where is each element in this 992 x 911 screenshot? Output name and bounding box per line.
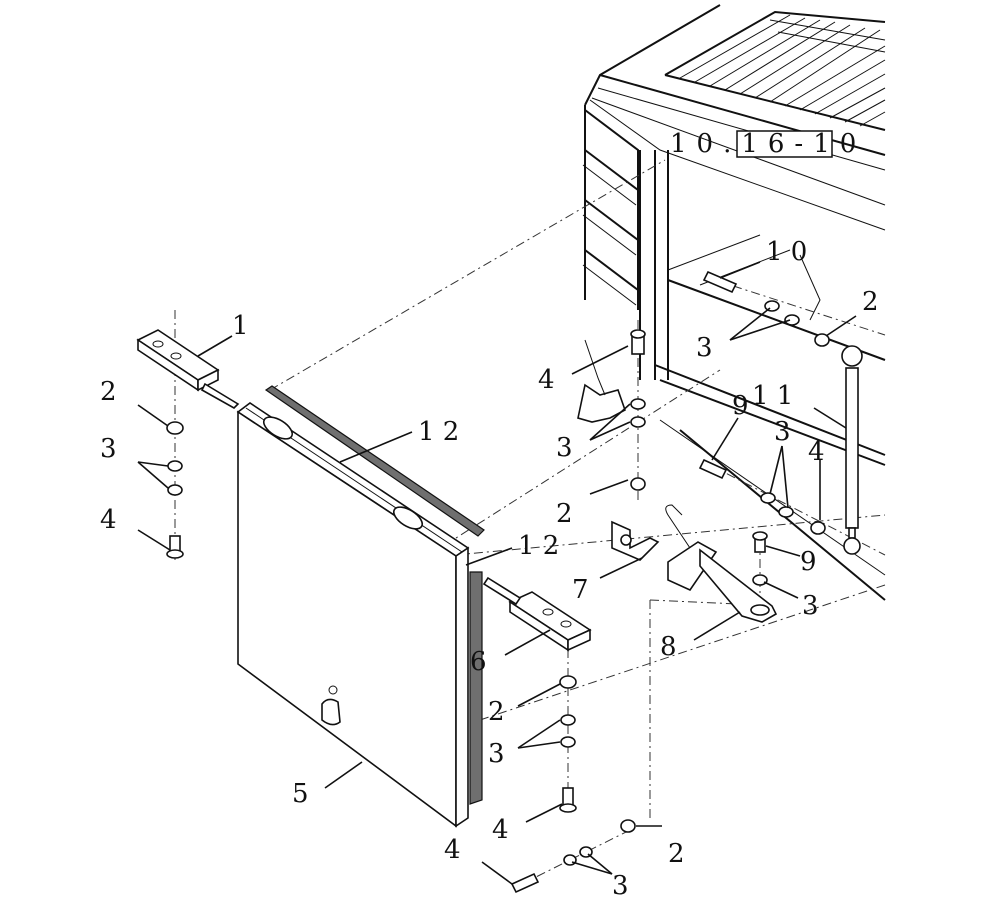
- hinge-bottom: [482, 576, 592, 652]
- label-part-3: 3: [802, 591, 819, 621]
- label-part-2: 2: [862, 287, 879, 317]
- label-part-11: 1 1: [752, 381, 793, 411]
- gas-strut-11: [841, 345, 863, 555]
- door-panel: [236, 402, 470, 828]
- callout-labels: 1 2 3 4 1 2 1 2 6 5 2 3 4 4 2 3 7 8 4 3 …: [100, 237, 879, 901]
- bracket-7: [611, 520, 660, 561]
- label-part-2: 2: [100, 377, 117, 407]
- seal-strip-top: [264, 385, 485, 537]
- label-part-1: 1: [232, 311, 249, 341]
- label-part-10: 1 0: [766, 237, 807, 267]
- label-part-3: 3: [100, 434, 117, 464]
- label-part-6: 6: [470, 647, 487, 677]
- leader-lines: [137, 261, 857, 885]
- label-part-4: 4: [808, 437, 825, 467]
- label-part-9: 9: [800, 547, 817, 577]
- label-part-3: 3: [612, 871, 629, 901]
- label-part-3: 3: [774, 417, 791, 447]
- label-part-9: 9: [732, 391, 749, 421]
- label-part-5: 5: [292, 779, 309, 809]
- label-part-3: 3: [556, 433, 573, 463]
- label-part-3: 3: [488, 739, 505, 769]
- label-part-8: 8: [660, 632, 677, 662]
- reference-callout: 10.16-10: [670, 129, 866, 159]
- label-part-2: 2: [556, 499, 573, 529]
- label-part-12: 1 2: [418, 417, 459, 447]
- label-part-4: 4: [444, 835, 461, 865]
- seal-strip-side: [469, 571, 483, 805]
- label-part-2: 2: [488, 697, 505, 727]
- label-part-2: 2: [668, 839, 685, 869]
- reference-label: 10.16-10: [670, 129, 866, 159]
- label-part-4: 4: [538, 365, 555, 395]
- label-part-4: 4: [492, 815, 509, 845]
- hinge-top: [136, 329, 240, 409]
- label-part-4: 4: [100, 505, 117, 535]
- label-part-12: 1 2: [518, 531, 559, 561]
- mount-bracket: [577, 383, 626, 423]
- latch-arm-8: [665, 504, 778, 623]
- frame-housing: [582, 4, 886, 601]
- label-part-7: 7: [572, 575, 589, 605]
- label-part-3: 3: [696, 333, 713, 363]
- hardware: [166, 270, 830, 894]
